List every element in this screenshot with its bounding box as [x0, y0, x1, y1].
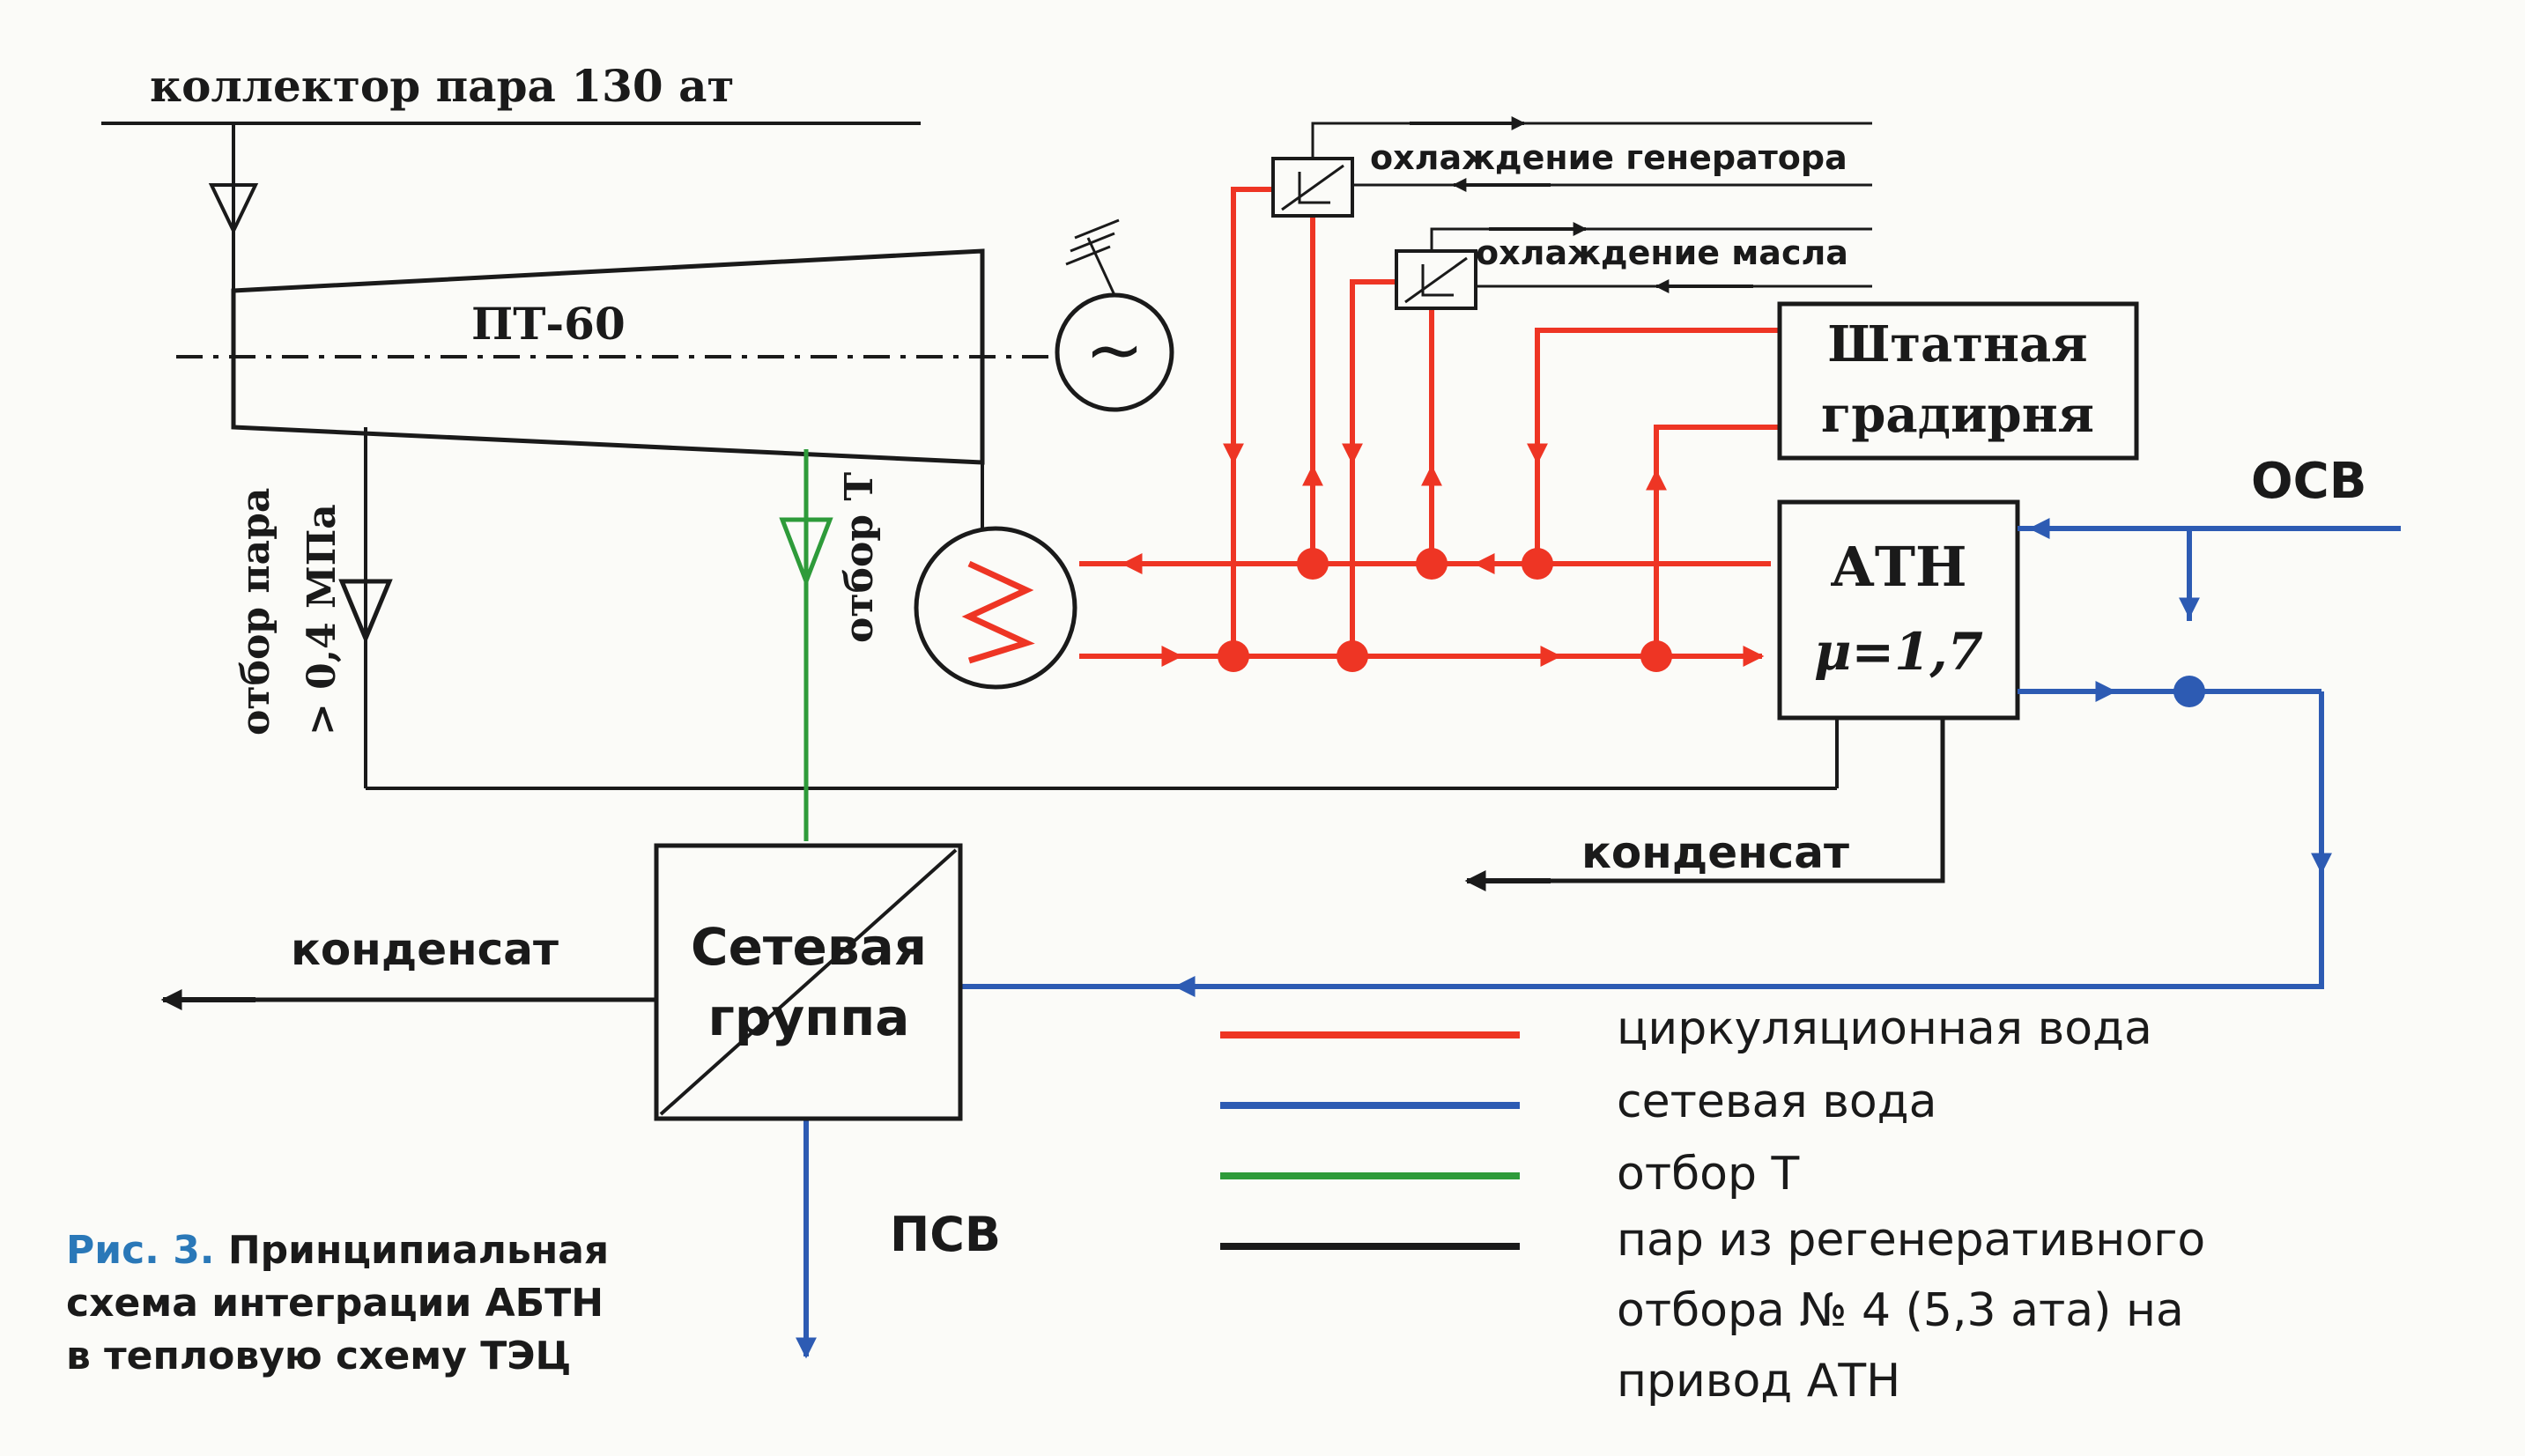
generator-cooler: охлаждение генератора: [1271, 116, 1872, 218]
condensate-right: конденсат: [1464, 718, 1945, 891]
generator-symbol: ~: [1085, 309, 1144, 391]
caption-line-2: схема интеграции АБТН: [66, 1281, 604, 1326]
legend-label-steam-2: отбора № 4 (5,3 ата) на: [1617, 1284, 2184, 1337]
legend-label-steam-3: привод АТН: [1617, 1355, 1900, 1408]
steam-header-label: коллектор пара 130 ат: [150, 60, 735, 112]
extraction-t-line: отбор Т: [779, 449, 882, 841]
cooling-tower: Штатная градирня: [1777, 301, 2139, 461]
cooling-tower-label-1: Штатная: [1827, 315, 2087, 373]
circulation-junctions: [1218, 548, 1672, 672]
turbine-pt60: ПТ-60: [176, 248, 1053, 465]
psv-label: ПСВ: [890, 1207, 1001, 1262]
turbine-label: ПТ-60: [471, 298, 626, 350]
network-group-label-1: Сетевая: [691, 917, 927, 977]
legend-label-steam-1: пар из регенеративного: [1617, 1214, 2205, 1267]
extraction-valve-arrow: [338, 579, 393, 645]
ath-label: АТН: [1830, 535, 1966, 599]
caption-line-1: Рис. 3. Принципиальная: [66, 1224, 700, 1277]
steam-extraction-line: отбор пара > 0,4 МПа: [233, 427, 1839, 790]
condenser: [914, 462, 1077, 690]
extraction-t-valve-arrow: [779, 517, 833, 588]
figure-caption: Рис. 3. Принципиальная схема интеграции …: [66, 1224, 700, 1383]
osv-label: ОСВ: [2251, 453, 2366, 510]
extraction-steam-label-1: отбор пара: [233, 488, 278, 735]
gen-cooling-label: охлаждение генератора: [1370, 138, 1847, 177]
ath-heat-pump: АТН μ=1,7: [1777, 499, 2020, 721]
condensate-right-label: конденсат: [1581, 827, 1849, 878]
extraction-t-label: отбор Т: [837, 472, 882, 643]
caption-fig-number: Рис. 3.: [66, 1228, 215, 1273]
network-heater-group: Сетевая группа: [654, 843, 963, 1121]
network-group-label-2: группа: [708, 987, 910, 1047]
steam-header: коллектор пара 130 ат: [101, 60, 921, 291]
oil-cooler: охлаждение масла: [1395, 222, 1872, 310]
caption-title-1: Принципиальная: [227, 1228, 610, 1273]
legend: циркуляционная вода сетевая вода отбор Т…: [1220, 1002, 2205, 1408]
network-water-lines: [796, 518, 2401, 1359]
generator: ~: [1055, 218, 1174, 412]
oil-cooling-label: охлаждение масла: [1476, 233, 1848, 272]
legend-label-extraction: отбор Т: [1617, 1148, 1800, 1201]
network-junction: [2173, 676, 2205, 707]
condensate-left-label: конденсат: [291, 924, 559, 975]
ath-cop-label: μ=1,7: [1814, 622, 1983, 682]
legend-label-network: сетевая вода: [1617, 1075, 1936, 1128]
condensate-left: конденсат: [160, 924, 656, 1010]
cooling-tower-label-2: градирня: [1821, 386, 2094, 444]
legend-label-circulation: циркуляционная вода: [1617, 1002, 2152, 1055]
caption-line-3: в тепловую схему ТЭЦ: [66, 1334, 572, 1378]
extraction-steam-label-2: > 0,4 МПа: [300, 504, 344, 735]
steam-header-valve-arrow: [208, 183, 259, 235]
